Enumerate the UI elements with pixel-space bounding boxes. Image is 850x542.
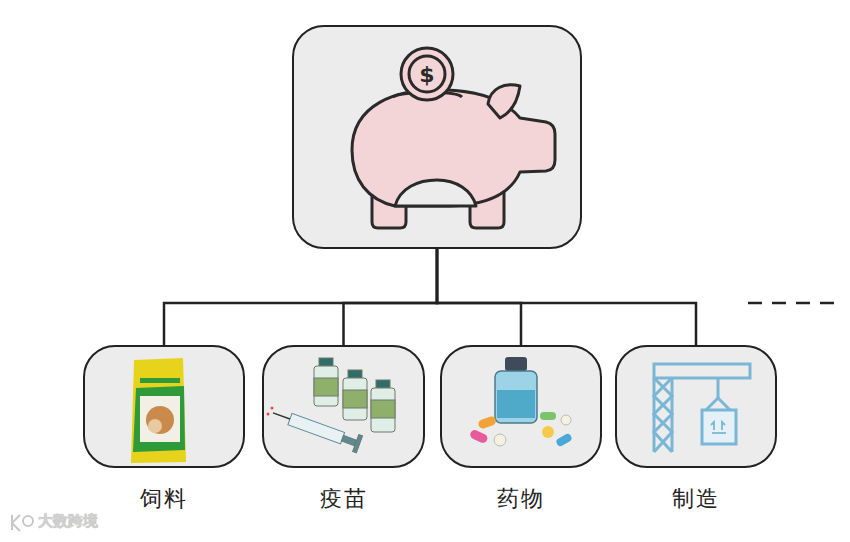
feed-bag-icon bbox=[131, 358, 186, 463]
tree-connector bbox=[437, 249, 521, 345]
category-box: 疫苗 bbox=[262, 345, 425, 468]
category-box: 饲料 bbox=[83, 345, 245, 468]
tree-connector bbox=[437, 249, 696, 345]
coin-symbol: $ bbox=[419, 62, 434, 87]
watermark-logo bbox=[12, 515, 33, 531]
medicine-icon bbox=[469, 357, 573, 447]
box-fill bbox=[440, 345, 602, 468]
category-box: 药物 bbox=[440, 345, 602, 468]
tree-connector bbox=[164, 249, 437, 345]
piggy-bank-box bbox=[292, 25, 582, 249]
category-label: 疫苗 bbox=[320, 484, 368, 514]
dashed-continuation bbox=[748, 302, 835, 305]
box-fill bbox=[292, 25, 582, 249]
category-label: 饲料 bbox=[140, 484, 188, 514]
box-fill bbox=[615, 345, 777, 468]
vaccine-icon bbox=[267, 358, 396, 453]
box-fill bbox=[83, 345, 245, 468]
category-label: 药物 bbox=[497, 484, 545, 514]
category-label: 制造 bbox=[672, 484, 720, 514]
tree-connector bbox=[344, 249, 438, 345]
crane-icon bbox=[654, 364, 750, 452]
piggy-bank-icon bbox=[352, 48, 555, 228]
box-fill bbox=[262, 345, 425, 468]
watermark: 大数跨境 bbox=[38, 512, 98, 531]
category-box: 制造 bbox=[615, 345, 777, 468]
